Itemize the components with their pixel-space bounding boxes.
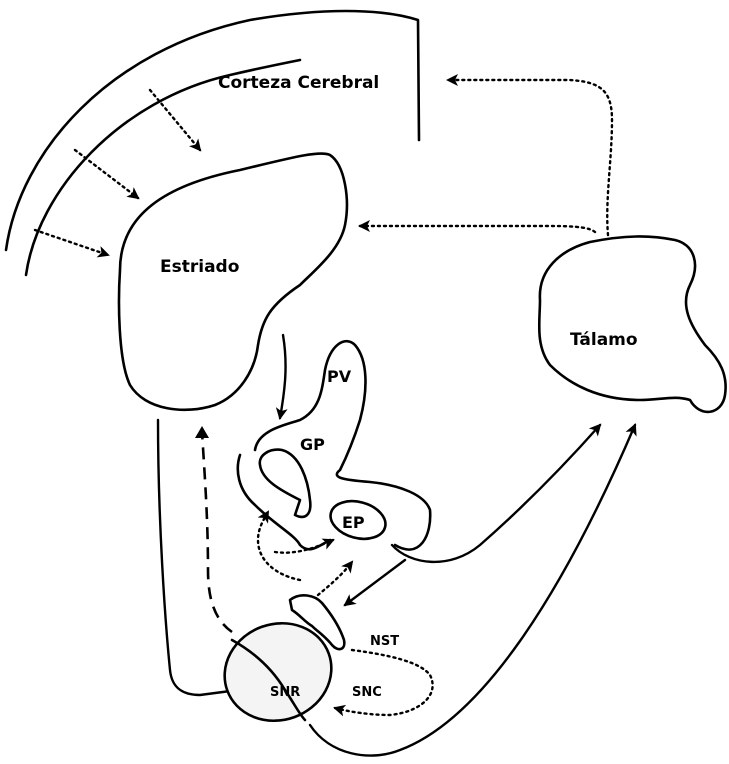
pv-label: PV [327, 367, 352, 386]
thalamus-striatum-arrow [360, 226, 595, 232]
cortex-outline [6, 11, 419, 250]
cortex-striatum-arrow-2 [75, 150, 138, 198]
gp-label: GP [300, 435, 325, 454]
snc-striatum-dashed-arrow [202, 432, 232, 632]
cortex-label: Corteza Cerebral [218, 73, 379, 93]
snc-striatum-arrowhead [195, 426, 209, 438]
ep-nst-arrow [345, 560, 405, 605]
snr-label: SNR [270, 685, 300, 700]
nst-label: NST [370, 634, 399, 649]
nst-snc-dotted-arrow [335, 650, 433, 715]
striatum-efferent-line [158, 420, 238, 695]
striatum-label: Estriado [160, 257, 239, 277]
thalamus-label: Tálamo [570, 330, 638, 350]
cortex-striatum-arrow-3 [35, 230, 108, 255]
thalamus-outline [539, 236, 725, 411]
snr-nucleus [211, 608, 345, 735]
pallidum-inner-fold [238, 455, 330, 549]
ep-label: EP [342, 513, 365, 532]
snc-label: SNC [352, 685, 382, 700]
striatum-gp-arrow [280, 335, 286, 418]
thalamus-cortex-arrow [448, 80, 612, 235]
snr-thalamus-arrow [310, 425, 635, 756]
cortex-striatum-arrow-1 [150, 90, 200, 150]
nst-gp-dotted-arrow [258, 512, 300, 580]
nst-ep-dotted-arrow-2 [318, 562, 352, 595]
striatum-outline [119, 153, 347, 409]
